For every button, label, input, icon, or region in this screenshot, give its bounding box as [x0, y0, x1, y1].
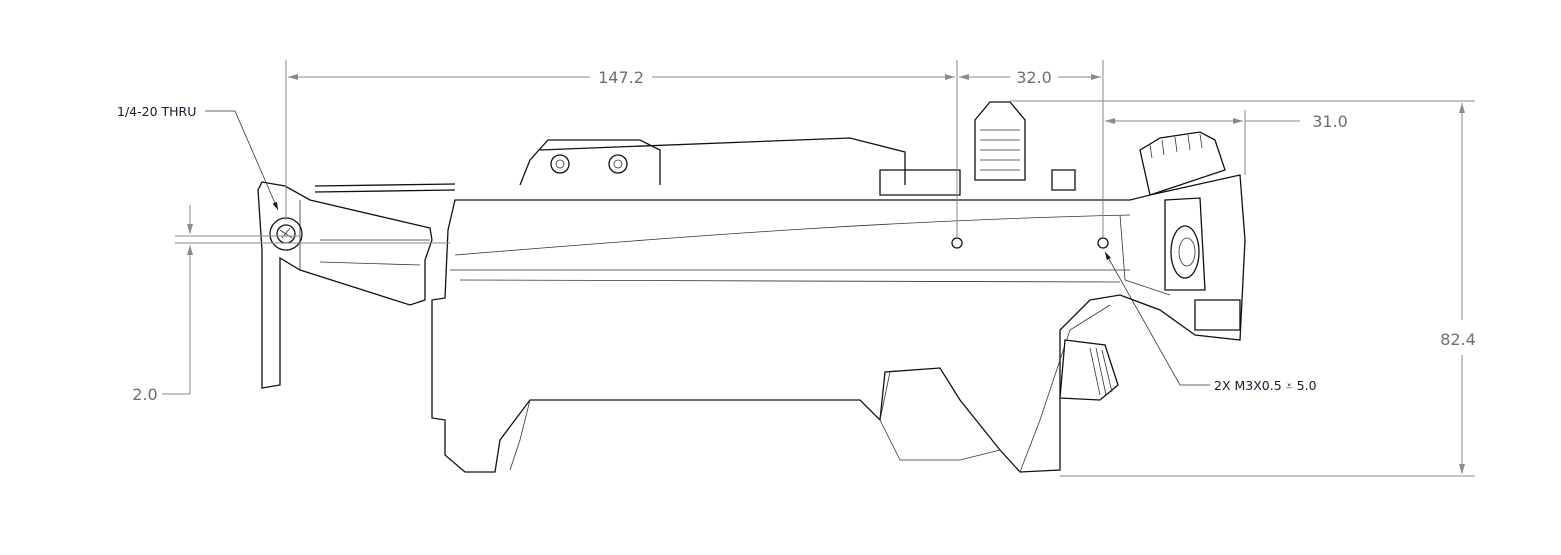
- dim-right-offset: 31.0: [1312, 112, 1348, 131]
- part-outline: [257, 101, 1246, 473]
- dim-mount-offset: 2.0: [132, 385, 157, 404]
- callout-threaded-holes: 2X M3X0.5 ⩡ 5.0: [1214, 378, 1317, 393]
- dimensions: [162, 60, 1475, 477]
- callout-mount-hole: 1/4-20 THRU: [117, 104, 196, 119]
- dim-overall-height: 82.4: [1440, 330, 1476, 349]
- dim-hole-spacing: 32.0: [1016, 68, 1052, 87]
- dim-overall-length: 147.2: [598, 68, 644, 87]
